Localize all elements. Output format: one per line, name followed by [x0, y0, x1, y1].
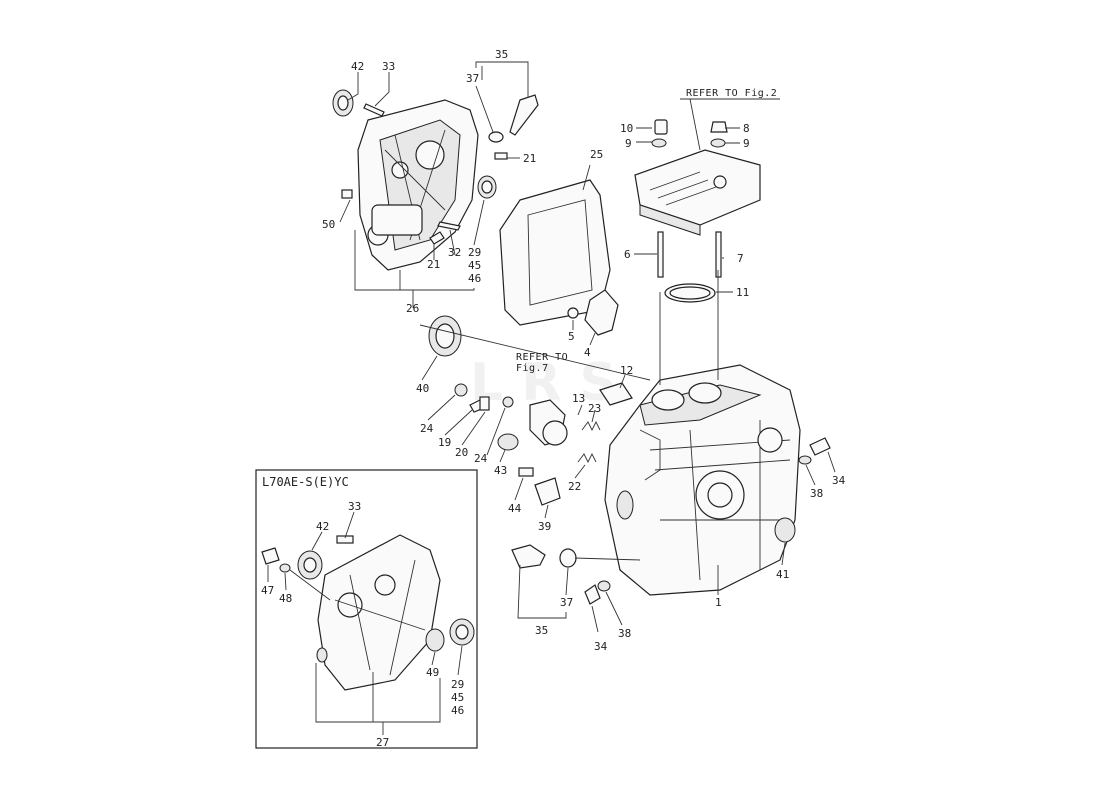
- leader-lines: [267, 61, 836, 735]
- callout-24: 24: [420, 422, 434, 435]
- callout-41: 41: [776, 568, 789, 581]
- callout-9: 9: [743, 137, 750, 150]
- washer-38b: [597, 580, 611, 592]
- callout-43: 43: [494, 464, 507, 477]
- washer-48: [279, 563, 291, 573]
- callout-33-inset: 33: [348, 500, 361, 513]
- callout-32: 32: [448, 246, 461, 259]
- nut-24a: [454, 383, 468, 397]
- callout-35: 35: [495, 48, 508, 61]
- dipstick-lower: [511, 544, 546, 569]
- gasket-12: [599, 382, 633, 406]
- bolt-44: [518, 467, 534, 477]
- callout-40: 40: [416, 382, 429, 395]
- refer-fig7-line2: Fig.7: [516, 363, 549, 374]
- seal-41: [774, 517, 796, 543]
- washer-38a: [798, 455, 812, 465]
- callout-26: 26: [406, 302, 419, 315]
- callout-20: 20: [455, 446, 468, 459]
- callout-8: 8: [743, 122, 750, 135]
- dowel-50: [341, 189, 353, 199]
- plate-39: [534, 477, 561, 506]
- callout-42-inset: 42: [316, 520, 329, 533]
- callout-22: 22: [568, 480, 581, 493]
- cover-4: [584, 289, 619, 336]
- callout-21: 21: [427, 258, 440, 271]
- callout-11: 11: [736, 286, 749, 299]
- callout-21: 21: [523, 152, 536, 165]
- bolt-34b: [584, 584, 601, 605]
- callout-1: 1: [715, 596, 722, 609]
- cylinder-head-part: [634, 119, 761, 236]
- inset-title: L70AE-S(E)YC: [262, 475, 349, 489]
- callout-5: 5: [568, 330, 575, 343]
- callout-23: 23: [588, 402, 601, 415]
- callout-24: 24: [474, 452, 488, 465]
- callout-46-inset: 46: [451, 704, 464, 717]
- bearing-43: [497, 433, 519, 451]
- refer-fig7-line1: REFER TO: [516, 352, 568, 363]
- spring-22: [577, 452, 597, 464]
- callout-45-inset: 45: [451, 691, 464, 704]
- callout-39: 39: [538, 520, 551, 533]
- callout-10: 10: [620, 122, 633, 135]
- callout-50: 50: [322, 218, 335, 231]
- callout-38: 38: [618, 627, 631, 640]
- bolt-33-inset: [336, 535, 354, 544]
- callout-9: 9: [625, 137, 632, 150]
- inset-cover-part: [316, 534, 441, 691]
- oring-37b: [559, 548, 577, 568]
- bolt-34a: [809, 437, 831, 456]
- stud-6: [657, 231, 664, 278]
- callout-38: 38: [810, 487, 823, 500]
- bolt-47: [261, 547, 280, 565]
- callout-34: 34: [832, 474, 846, 487]
- main-crankcase-part: [604, 364, 801, 596]
- callout-29-inset: 29: [451, 678, 464, 691]
- callout-37: 37: [560, 596, 573, 609]
- inset-box: [255, 469, 478, 749]
- callout-49: 49: [426, 666, 439, 679]
- part-20: [479, 396, 490, 411]
- callout-47: 47: [261, 584, 274, 597]
- callout-42: 42: [351, 60, 364, 73]
- callout-13: 13: [572, 392, 585, 405]
- callout-7: 7: [737, 252, 744, 265]
- callout-44: 44: [508, 502, 522, 515]
- callout-45: 45: [468, 259, 481, 272]
- spring-23: [581, 420, 601, 432]
- callout-6: 6: [624, 248, 631, 261]
- stud-7: [715, 231, 722, 278]
- crankcase-cover-part: [357, 99, 479, 271]
- callout-12: 12: [620, 364, 633, 377]
- callout-33: 33: [382, 60, 395, 73]
- callout-labels: 42 33 35 37 21 25 50 21 32 29 45 46 26 R…: [261, 48, 846, 749]
- refer-fig2: REFER TO Fig.2: [686, 88, 777, 99]
- callout-19: 19: [438, 436, 451, 449]
- callout-35: 35: [535, 624, 548, 637]
- callout-37: 37: [466, 72, 479, 85]
- callout-27: 27: [376, 736, 389, 749]
- callout-29: 29: [468, 246, 481, 259]
- bolt-33: [363, 103, 385, 117]
- callout-48: 48: [279, 592, 292, 605]
- callout-46: 46: [468, 272, 481, 285]
- dipstick-upper: [509, 94, 539, 136]
- pin-21a: [494, 152, 508, 160]
- callout-4: 4: [584, 346, 591, 359]
- callout-34: 34: [594, 640, 608, 653]
- seal-49: [425, 628, 445, 652]
- nut-24b: [502, 396, 514, 408]
- callout-25: 25: [590, 148, 603, 161]
